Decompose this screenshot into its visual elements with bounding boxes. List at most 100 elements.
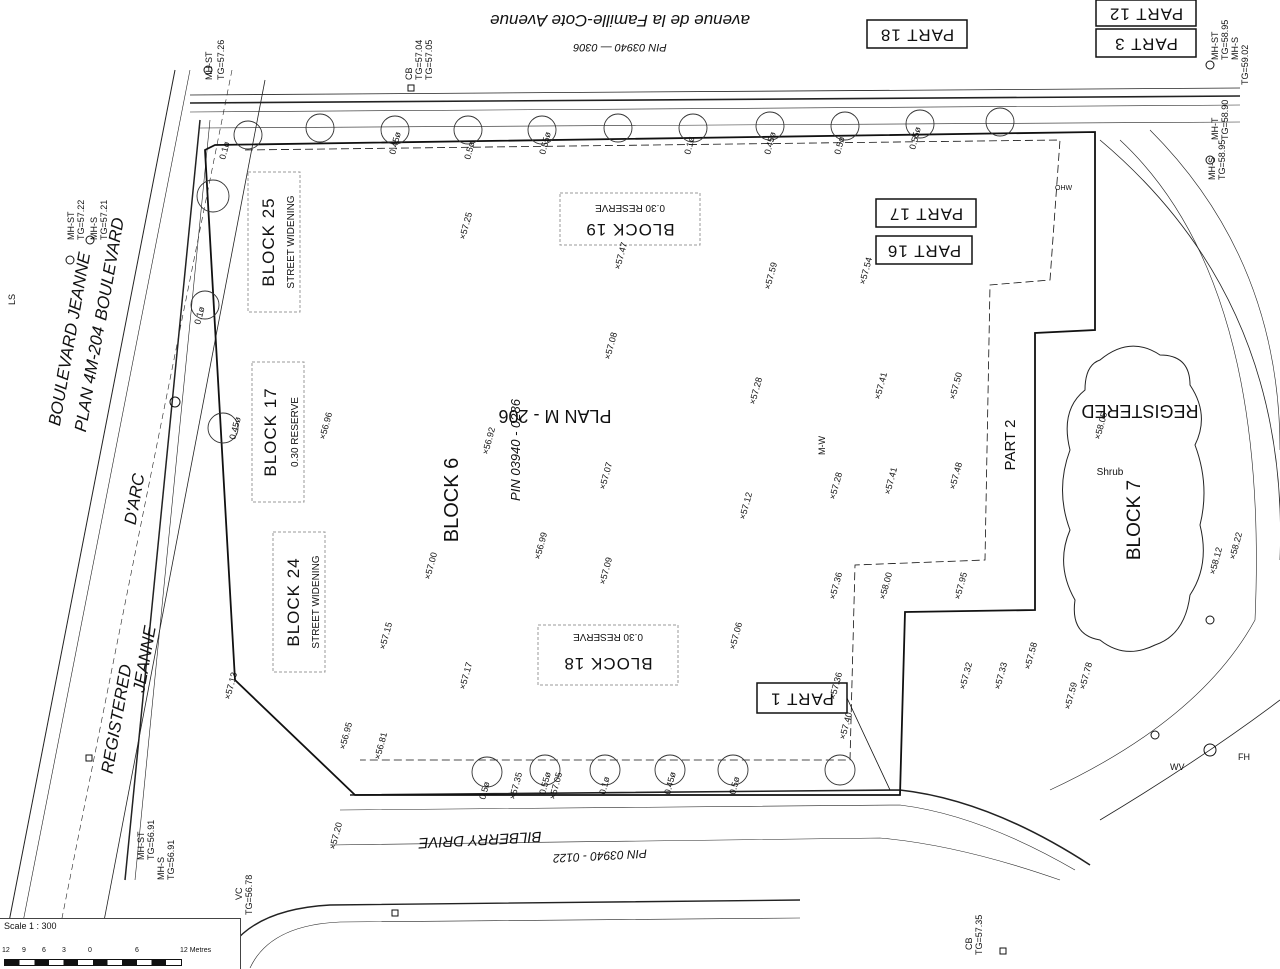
tree-circle	[755, 111, 785, 141]
tg-top: TG=57.26	[216, 40, 226, 80]
avenue-name: avenue de la Famille-Cote Avenue	[490, 11, 750, 30]
spot-elevation: ×57.41	[872, 371, 889, 400]
utility-labels: MH-ST TG=57.26 MH-ST TG=57.22 MH-S TG=57…	[7, 20, 1250, 955]
plan-m206-label: PLAN M - 206	[498, 406, 611, 426]
scale-tick: 6	[135, 947, 139, 954]
manhole-icon	[65, 255, 75, 265]
block6-label: BLOCK 6	[441, 458, 463, 542]
part16-box	[875, 235, 973, 265]
scale-tick: 0	[88, 947, 92, 954]
catch-basin-icon	[407, 84, 415, 92]
trees-bottom	[471, 754, 856, 788]
avenue-line-1	[189, 87, 1241, 96]
tg-vc: TG=56.78	[244, 875, 254, 915]
tg-left: TG=57.22	[76, 200, 86, 240]
mh-st-left: MH-ST	[66, 211, 76, 240]
tree-circle	[678, 113, 708, 143]
boulevard-centerline	[51, 69, 233, 968]
scale-tick: 3	[62, 947, 66, 954]
curve-1	[1099, 139, 1280, 560]
curve-3	[1149, 129, 1280, 451]
tree-circle	[830, 111, 860, 141]
spot-elevation: ×58.22	[1227, 531, 1244, 560]
spot-elevation: ×57.32	[957, 661, 974, 690]
block25-box: BLOCK 25 STREET WIDENING	[247, 171, 301, 313]
spot-elevation: ×56.99	[532, 531, 549, 560]
hydrant-icon	[169, 396, 181, 408]
tg-r: TG=58.90	[1220, 100, 1230, 140]
mh-st-tr: MH-ST	[1210, 31, 1220, 60]
light-standard-icon	[1150, 730, 1160, 740]
manhole-icon	[1205, 60, 1215, 70]
mh-s-bl: MH-S	[156, 857, 166, 880]
manhole-icon	[1205, 155, 1215, 165]
tg-bl: TG=56.91	[146, 820, 156, 860]
pin-block6-label: PIN 03940 - 0286	[508, 398, 523, 501]
spot-elevation: ×57.20	[327, 821, 344, 850]
spot-elevation: ×56.95	[337, 721, 354, 750]
tree-circle	[207, 412, 239, 444]
tree-circle	[717, 754, 749, 786]
tree-diameter-label: 0.1ø	[217, 140, 231, 160]
spot-elevation: ×57.09	[597, 556, 614, 585]
ls-label: LS	[7, 294, 17, 305]
spot-elevation: ×57.17	[457, 661, 474, 690]
drive-line-2	[339, 804, 1076, 871]
tg-cb-top-2: TG=57.05	[424, 40, 434, 80]
part12-box	[1095, 0, 1197, 27]
tree-diameter-label: 0.5ø	[462, 140, 476, 160]
cb-bottom: CB	[964, 937, 974, 950]
shrub-area	[1062, 345, 1205, 652]
avenue-lines	[189, 87, 1241, 129]
tree-diameter-label: 0.5ø	[477, 780, 491, 800]
tree-diameter-label: 0.45ø	[227, 415, 243, 440]
block24-sublabel: STREET WIDENING	[311, 555, 322, 648]
block24-rect	[272, 531, 326, 673]
tg-tr: TG=58.95	[1220, 20, 1230, 60]
mh-st-bl: MH-ST	[136, 831, 146, 860]
mh-s-r: MH-S	[1207, 157, 1217, 180]
block19-box: BLOCK 19 0.30 RESERVE	[559, 192, 701, 246]
vc-label: VC	[234, 887, 244, 900]
avenue-pin: PIN 03940 — 0306	[572, 41, 666, 53]
spot-elevation: ×57.00	[422, 551, 439, 580]
spot-elevation: ×57.59	[762, 261, 779, 290]
spot-elevation: ×57.59	[1062, 681, 1079, 710]
part1-box	[756, 682, 848, 714]
mh-t-r: MH-T	[1210, 117, 1220, 140]
block24-box: BLOCK 24 STREET WIDENING	[272, 531, 326, 673]
scale-bar	[4, 959, 182, 966]
block25-label: BLOCK 25	[259, 197, 278, 286]
tree-circle	[985, 107, 1015, 137]
tg-cb-top: TG=57.04	[414, 40, 424, 80]
cb-top: CB	[404, 67, 414, 80]
boulevard-edge-3	[94, 79, 266, 968]
mh-s-tr: MH-S	[1230, 37, 1240, 60]
boulevard-lines	[0, 69, 266, 968]
mh-s-left: MH-S	[89, 217, 99, 240]
spot-elevation: ×57.15	[377, 621, 394, 650]
part1-leader	[846, 697, 891, 791]
catch-basin-icon	[85, 754, 93, 762]
tree-circle	[529, 754, 561, 786]
tg-bl-2: TG=56.91	[166, 840, 176, 880]
tg-left-2: TG=57.21	[99, 200, 109, 240]
drive-line-1	[349, 789, 1091, 866]
drive-line-5	[249, 917, 801, 968]
curve-2	[1049, 139, 1257, 791]
spot-elevation: ×57.08	[602, 331, 619, 360]
drive-line-3	[329, 837, 1061, 881]
hydrant-icon	[1203, 743, 1217, 757]
block17-box: BLOCK 17 0.30 RESERVE	[251, 361, 305, 503]
tree-diameter-label: 0.45ø	[762, 130, 778, 155]
spot-elevation: ×57.28	[827, 471, 844, 500]
block7-label: BLOCK 7	[1124, 480, 1145, 560]
spot-elevation: ×57.12	[737, 491, 754, 520]
spot-elevation: ×57.25	[457, 211, 474, 240]
scale-tick: 12 Metres	[180, 947, 212, 954]
block24-label: BLOCK 24	[284, 557, 303, 646]
tree-diameter-label: 0.5ø	[832, 135, 846, 155]
part18-label: PART 18	[880, 26, 954, 45]
